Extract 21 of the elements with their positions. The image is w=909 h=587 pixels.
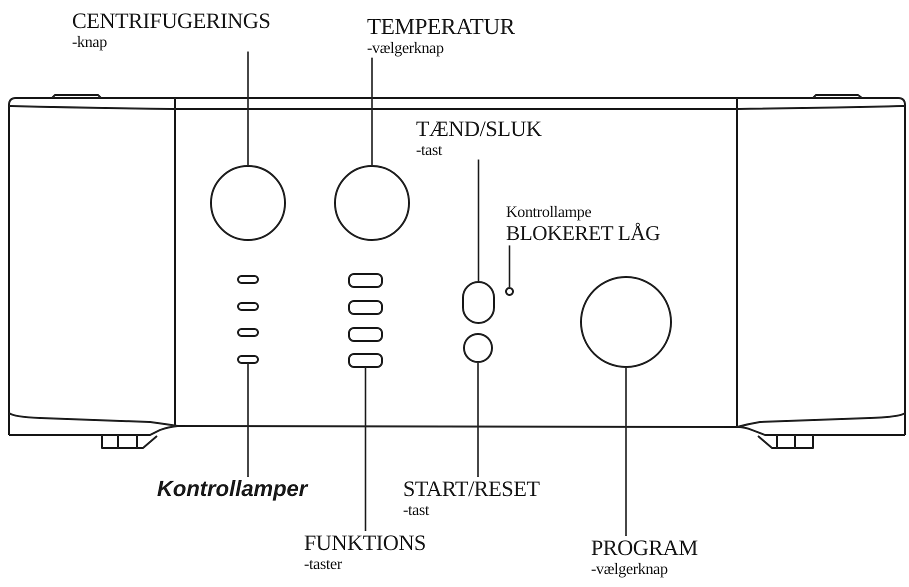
indicator-lamp xyxy=(237,355,259,364)
leader-line xyxy=(625,368,627,536)
callout-label: TÆND/SLUK -tast xyxy=(416,117,542,160)
leader-line xyxy=(371,58,373,165)
callout-label: PROGRAM -vælgerknap xyxy=(591,536,698,579)
callout-label: FUNKTIONS -taster xyxy=(304,531,426,574)
leader-line xyxy=(364,368,366,531)
indicator-lamp xyxy=(505,287,514,296)
leader-line xyxy=(477,363,479,477)
leader-line xyxy=(247,364,249,477)
callout-label: CENTRIFUGERINGS -knap xyxy=(72,9,270,52)
power-key xyxy=(462,281,495,324)
function-key xyxy=(348,353,383,368)
callout-label: TEMPERATUR -vælgerknap xyxy=(367,14,515,58)
callout-label: Kontrollampe BLOKERET LÅG xyxy=(506,204,660,246)
leader-line xyxy=(247,52,249,165)
leader-line xyxy=(478,160,480,281)
start-key xyxy=(463,333,493,363)
leader-line xyxy=(508,245,510,287)
callout-label: Kontrollamper xyxy=(157,477,308,502)
callout-label: START/RESET -tast xyxy=(403,477,540,520)
